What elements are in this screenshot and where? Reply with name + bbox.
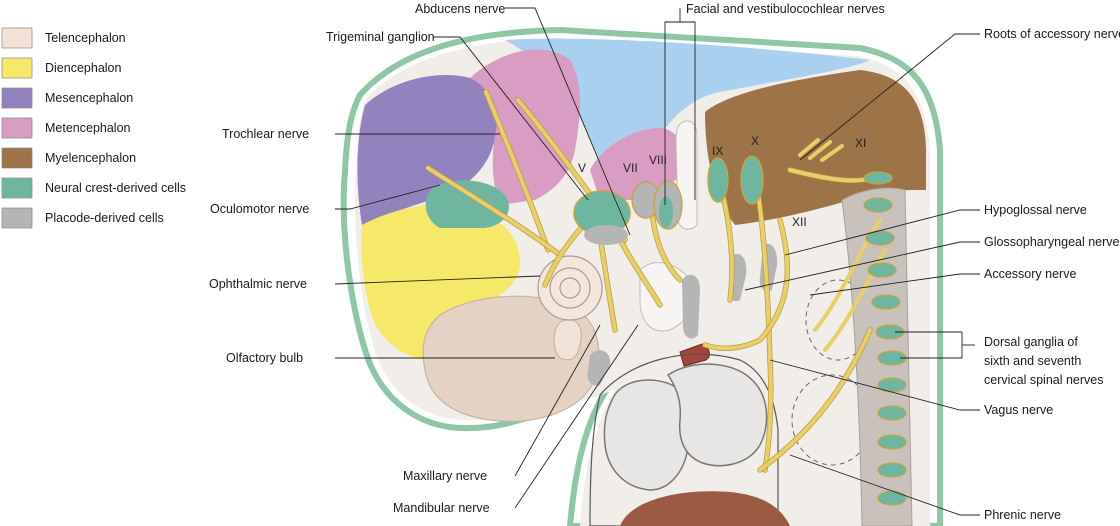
- legend-label: Telencephalon: [45, 31, 126, 45]
- legend-swatch: [1, 147, 33, 169]
- legend-swatch: [1, 177, 33, 199]
- legend-swatch: [1, 27, 33, 49]
- liver: [620, 491, 790, 526]
- label-trigeminal-ganglion: Trigeminal ganglion: [326, 30, 435, 44]
- label-facial-vestibulocochlear: Facial and vestibulocochlear nerves: [686, 2, 885, 16]
- embryo-illustration: V VII VIII IX X XI XII: [340, 26, 943, 526]
- vestibulocochlear-crest: [659, 196, 673, 228]
- spinal-ganglion: [877, 405, 907, 421]
- numeral-xii: XII: [792, 215, 807, 229]
- numeral-ix: IX: [712, 144, 723, 158]
- label-vagus-nerve: Vagus nerve: [984, 403, 1053, 417]
- legend-item-neural-crest: Neural crest-derived cells: [1, 177, 186, 199]
- numeral-x: X: [751, 134, 759, 148]
- eye-inner: [559, 277, 581, 299]
- legend-swatch: [1, 117, 33, 139]
- label-dorsal-ganglia-line3: cervical spinal nerves: [984, 373, 1104, 387]
- label-abducens-nerve: Abducens nerve: [415, 2, 505, 16]
- label-dorsal-ganglia-line2: sixth and seventh: [984, 354, 1081, 368]
- leader-lines: [334, 7, 980, 516]
- legend-label: Diencephalon: [45, 61, 121, 75]
- legend-label: Myelencephalon: [45, 151, 136, 165]
- neural-crest-patch: [425, 180, 509, 228]
- legend-item-myelencephalon: Myelencephalon: [1, 147, 136, 169]
- spinal-ganglion: [877, 490, 907, 506]
- grey-placode-1: [682, 274, 700, 339]
- vagus-ganglion: [740, 155, 764, 205]
- legend-item-placode: Placode-derived cells: [1, 207, 164, 229]
- label-mandibular-nerve: Mandibular nerve: [393, 501, 490, 515]
- legend-swatch: [1, 57, 33, 79]
- numeral-xi: XI: [855, 136, 866, 150]
- diencephalon-region: [361, 203, 520, 360]
- metencephalon-lower: [590, 128, 687, 200]
- spinal-ganglion: [871, 294, 901, 310]
- legend-item-diencephalon: Diencephalon: [1, 57, 121, 79]
- label-trochlear-nerve: Trochlear nerve: [222, 127, 309, 141]
- metencephalon-region: [470, 49, 580, 206]
- legend-label: Placode-derived cells: [45, 211, 164, 225]
- ganglia: [573, 155, 907, 506]
- label-maxillary-nerve: Maxillary nerve: [403, 469, 487, 483]
- spinal-ganglion: [863, 171, 893, 185]
- spinal-ganglion: [867, 262, 897, 278]
- spinal-ganglion: [877, 434, 907, 450]
- label-phrenic-nerve: Phrenic nerve: [984, 508, 1061, 522]
- label-oculomotor-nerve: Oculomotor nerve: [210, 202, 309, 216]
- label-accessory-nerve: Accessory nerve: [984, 267, 1076, 281]
- legend-swatch: [1, 207, 33, 229]
- legend-swatch: [1, 87, 33, 109]
- spinal-ganglion: [877, 462, 907, 478]
- label-glossopharyngeal-nerve: Glossopharyngeal nerve: [984, 235, 1120, 249]
- legend: Telencephalon Diencephalon Mesencephalon…: [1, 27, 186, 229]
- label-ophthalmic-nerve: Ophthalmic nerve: [209, 277, 307, 291]
- legend-item-mesencephalon: Mesencephalon: [1, 87, 133, 109]
- numeral-v: V: [578, 161, 586, 175]
- numeral-vii: VII: [623, 161, 638, 175]
- trigeminal-placode: [584, 225, 628, 245]
- label-dorsal-ganglia-line1: Dorsal ganglia of: [984, 335, 1078, 349]
- legend-item-telencephalon: Telencephalon: [1, 27, 126, 49]
- numeral-viii: VIII: [649, 153, 667, 167]
- mesencephalon-region: [357, 75, 497, 225]
- legend-label: Neural crest-derived cells: [45, 181, 186, 195]
- fourth-ventricle: [505, 38, 870, 165]
- heart-right: [666, 363, 768, 467]
- olfactory-bulb-shape: [553, 319, 582, 361]
- legend-label: Mesencephalon: [45, 91, 133, 105]
- grey-placode-2: [587, 350, 611, 386]
- spinal-ganglion: [863, 197, 893, 213]
- label-hypoglossal-nerve: Hypoglossal nerve: [984, 203, 1087, 217]
- label-roots-accessory: Roots of accessory nerve: [984, 27, 1120, 41]
- label-olfactory-bulb: Olfactory bulb: [226, 351, 303, 365]
- heart-left: [603, 379, 690, 491]
- glossopharyngeal-ganglion: [707, 157, 729, 203]
- legend-item-metencephalon: Metencephalon: [1, 117, 131, 139]
- legend-label: Metencephalon: [45, 121, 131, 135]
- labels: Abducens nerve Facial and vestibulocochl…: [209, 2, 1120, 522]
